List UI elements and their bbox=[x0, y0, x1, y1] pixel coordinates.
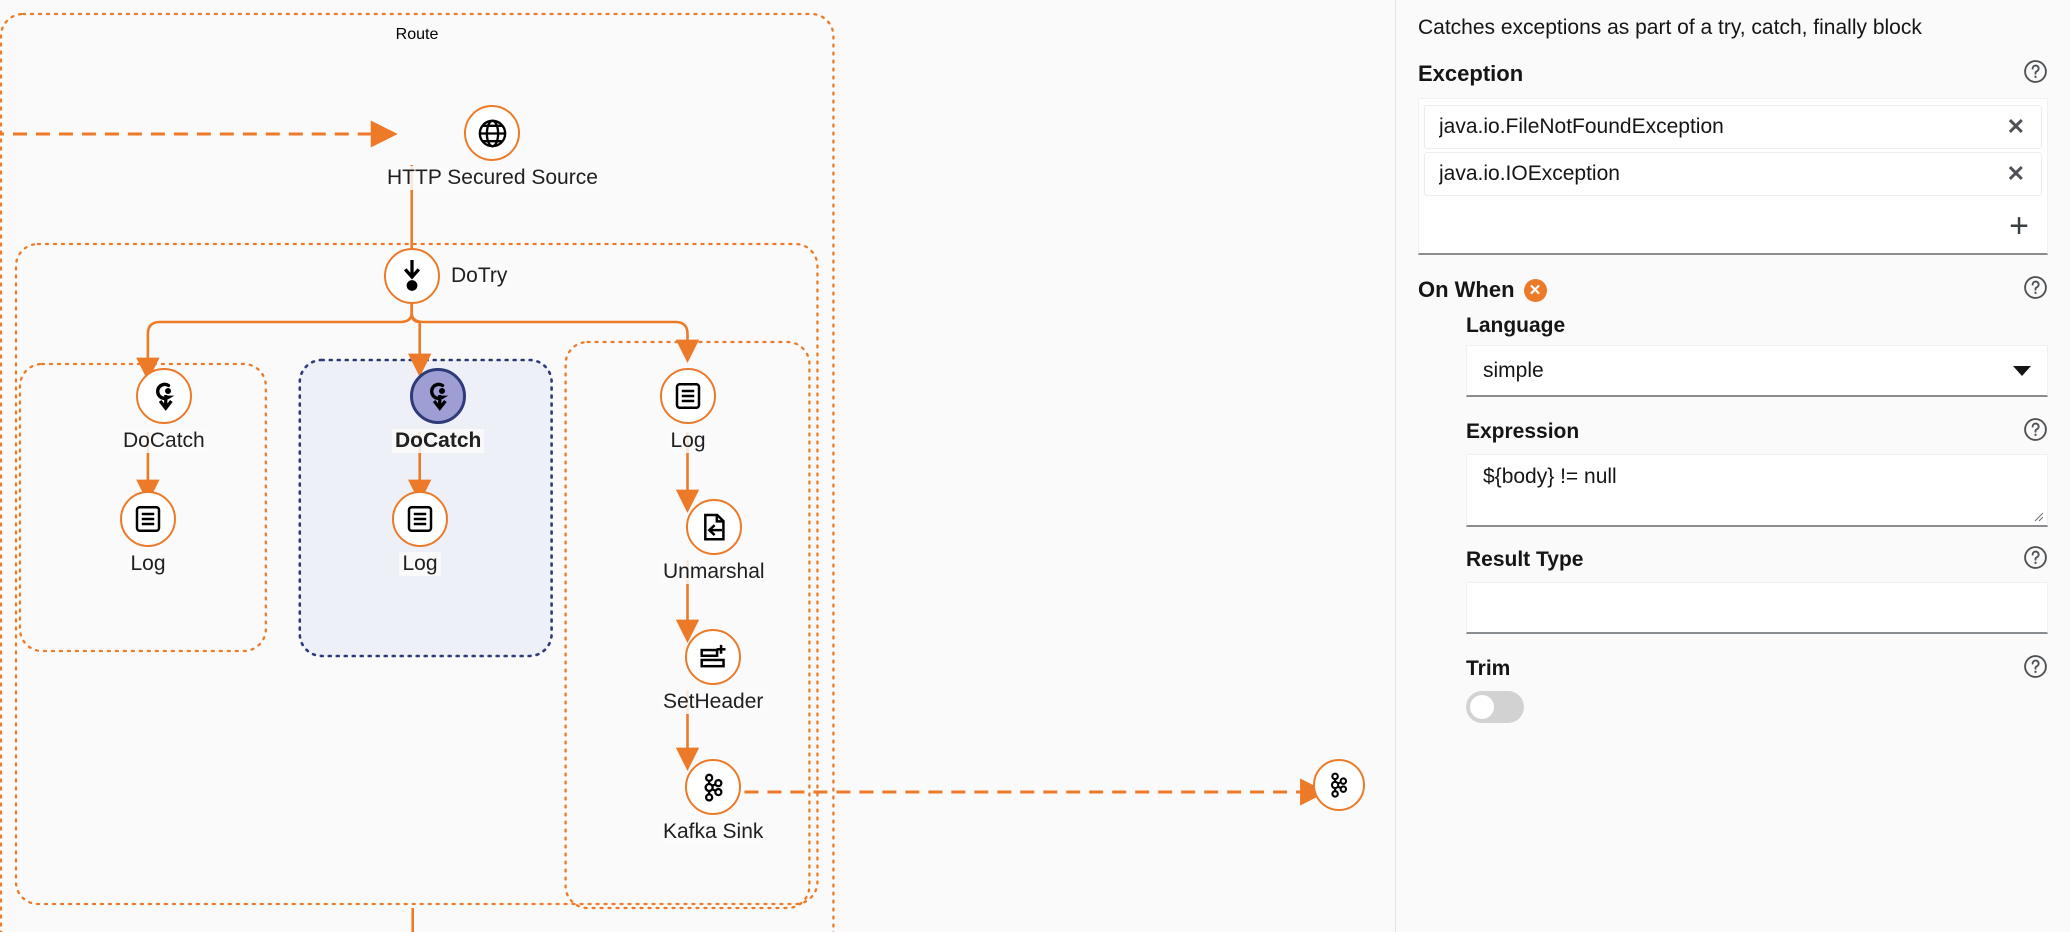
help-circle-icon[interactable] bbox=[2023, 59, 2048, 89]
globe-icon bbox=[476, 117, 509, 150]
node-docatch-1[interactable]: DoCatch bbox=[120, 368, 208, 454]
node-dotry[interactable]: DoTry bbox=[384, 248, 511, 304]
help-circle-icon[interactable] bbox=[2023, 545, 2048, 575]
node-setheader[interactable]: SetHeader bbox=[660, 629, 767, 715]
help-circle-icon[interactable] bbox=[2023, 275, 2048, 305]
on-when-title: On When ✕ bbox=[1418, 277, 1547, 303]
edge-dotry-to-docatch1 bbox=[136, 302, 414, 381]
result-type-input[interactable] bbox=[1466, 582, 2048, 635]
unmarshal-icon bbox=[699, 512, 729, 543]
docatch-1-container bbox=[18, 362, 267, 653]
language-select[interactable]: simple bbox=[1466, 345, 2048, 398]
remove-icon[interactable]: ✕ bbox=[2006, 161, 2025, 187]
node-circle[interactable] bbox=[135, 368, 192, 424]
node-circle[interactable] bbox=[685, 499, 742, 555]
node-circle[interactable] bbox=[392, 491, 448, 547]
exception-add-row: + bbox=[1419, 199, 2047, 253]
node-label: Kafka Sink bbox=[660, 820, 767, 845]
on-when-header: On When ✕ bbox=[1418, 275, 2048, 305]
node-circle[interactable] bbox=[685, 629, 742, 685]
expression-textarea[interactable]: ${body} != null bbox=[1466, 454, 2048, 528]
kafka-icon bbox=[700, 773, 727, 802]
node-log-3[interactable]: Log bbox=[660, 368, 716, 454]
exception-value[interactable]: java.io.IOException bbox=[1439, 162, 1620, 186]
remove-icon[interactable]: ✕ bbox=[2006, 114, 2025, 140]
log-icon bbox=[133, 504, 163, 534]
language-label: Language bbox=[1466, 314, 1566, 338]
node-circle[interactable] bbox=[685, 759, 742, 815]
language-value: simple bbox=[1483, 358, 1544, 382]
exception-item[interactable]: java.io.IOException ✕ bbox=[1424, 152, 2042, 197]
dotry-icon bbox=[397, 259, 427, 293]
edge-dotry-to-branch3 bbox=[410, 302, 700, 363]
node-label: SetHeader bbox=[660, 690, 767, 715]
resize-grip-icon[interactable] bbox=[2032, 510, 2044, 522]
node-label: DoCatch bbox=[392, 429, 485, 454]
route-canvas[interactable]: Route HTTP Secured Source bbox=[0, 0, 1396, 932]
node-label: DoCatch bbox=[120, 429, 208, 454]
node-circle[interactable] bbox=[1313, 759, 1365, 811]
node-circle[interactable] bbox=[120, 491, 176, 547]
node-circle[interactable] bbox=[660, 368, 716, 424]
node-label: Unmarshal bbox=[660, 560, 768, 585]
docatch-icon bbox=[423, 380, 453, 413]
expression-value: ${body} != null bbox=[1483, 465, 1617, 489]
node-circle[interactable] bbox=[464, 105, 521, 161]
expression-header: Expression bbox=[1466, 417, 2048, 447]
docatch-icon bbox=[149, 380, 179, 413]
node-kafka-endpoint[interactable] bbox=[1313, 759, 1365, 816]
help-circle-icon[interactable] bbox=[2023, 654, 2048, 684]
route-container bbox=[0, 12, 835, 932]
node-label: DoTry bbox=[448, 263, 511, 289]
exception-title: Exception bbox=[1418, 61, 1524, 87]
trim-toggle[interactable] bbox=[1466, 691, 1524, 724]
log-icon bbox=[405, 504, 435, 534]
node-label: Log bbox=[667, 429, 709, 454]
result-type-label: Result Type bbox=[1466, 548, 1584, 572]
node-log-2[interactable]: Log bbox=[392, 491, 448, 577]
branch-3-container bbox=[564, 340, 811, 910]
node-label: HTTP Secured Source bbox=[384, 166, 601, 191]
expression-label: Expression bbox=[1466, 420, 1580, 444]
setheader-icon bbox=[698, 642, 729, 672]
node-kafka-sink[interactable]: Kafka Sink bbox=[660, 759, 767, 845]
properties-panel[interactable]: Catches exceptions as part of a try, cat… bbox=[1396, 0, 2070, 932]
kafka-icon bbox=[1327, 772, 1351, 798]
node-label: Log bbox=[399, 552, 441, 577]
node-circle[interactable] bbox=[410, 368, 467, 424]
on-when-body: Language simple Expression ${body} != nu… bbox=[1418, 314, 2048, 724]
exception-item[interactable]: java.io.FileNotFoundException ✕ bbox=[1424, 105, 2042, 150]
help-circle-icon[interactable] bbox=[2023, 417, 2048, 447]
chevron-down-icon[interactable] bbox=[2013, 365, 2031, 376]
log-icon bbox=[673, 381, 703, 411]
node-docatch-2[interactable]: DoCatch bbox=[392, 368, 485, 454]
exception-value[interactable]: java.io.FileNotFoundException bbox=[1439, 115, 1724, 139]
dotry-container bbox=[14, 242, 819, 906]
panel-description: Catches exceptions as part of a try, cat… bbox=[1418, 16, 1922, 39]
node-http-secured-source[interactable]: HTTP Secured Source bbox=[384, 105, 601, 191]
node-log-1[interactable]: Log bbox=[120, 491, 176, 577]
error-badge-icon[interactable]: ✕ bbox=[1523, 278, 1547, 302]
node-label: Log bbox=[127, 552, 169, 577]
exception-header: Exception bbox=[1418, 59, 2048, 89]
node-unmarshal[interactable]: Unmarshal bbox=[660, 499, 768, 585]
add-icon[interactable]: + bbox=[2009, 206, 2029, 245]
route-container-label: Route bbox=[395, 26, 439, 43]
result-type-header: Result Type bbox=[1466, 545, 2048, 575]
on-when-label: On When bbox=[1418, 277, 1515, 303]
node-circle[interactable] bbox=[384, 248, 440, 304]
trim-header: Trim bbox=[1466, 654, 2048, 684]
toggle-knob bbox=[1470, 695, 1494, 720]
trim-label: Trim bbox=[1466, 657, 1511, 681]
exception-list: java.io.FileNotFoundException ✕ java.io.… bbox=[1418, 98, 2048, 256]
